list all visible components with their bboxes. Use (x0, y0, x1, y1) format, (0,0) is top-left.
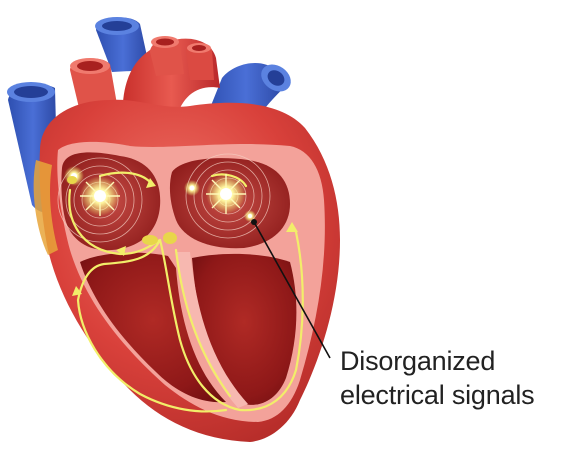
annotation-line-2: electrical signals (340, 378, 570, 412)
pointer-dot (251, 219, 257, 225)
annotation-line-1: Disorganized (340, 344, 570, 378)
annotation-label: Disorganized electrical signals (340, 344, 570, 412)
sinoatrial-node-icon (67, 176, 77, 184)
